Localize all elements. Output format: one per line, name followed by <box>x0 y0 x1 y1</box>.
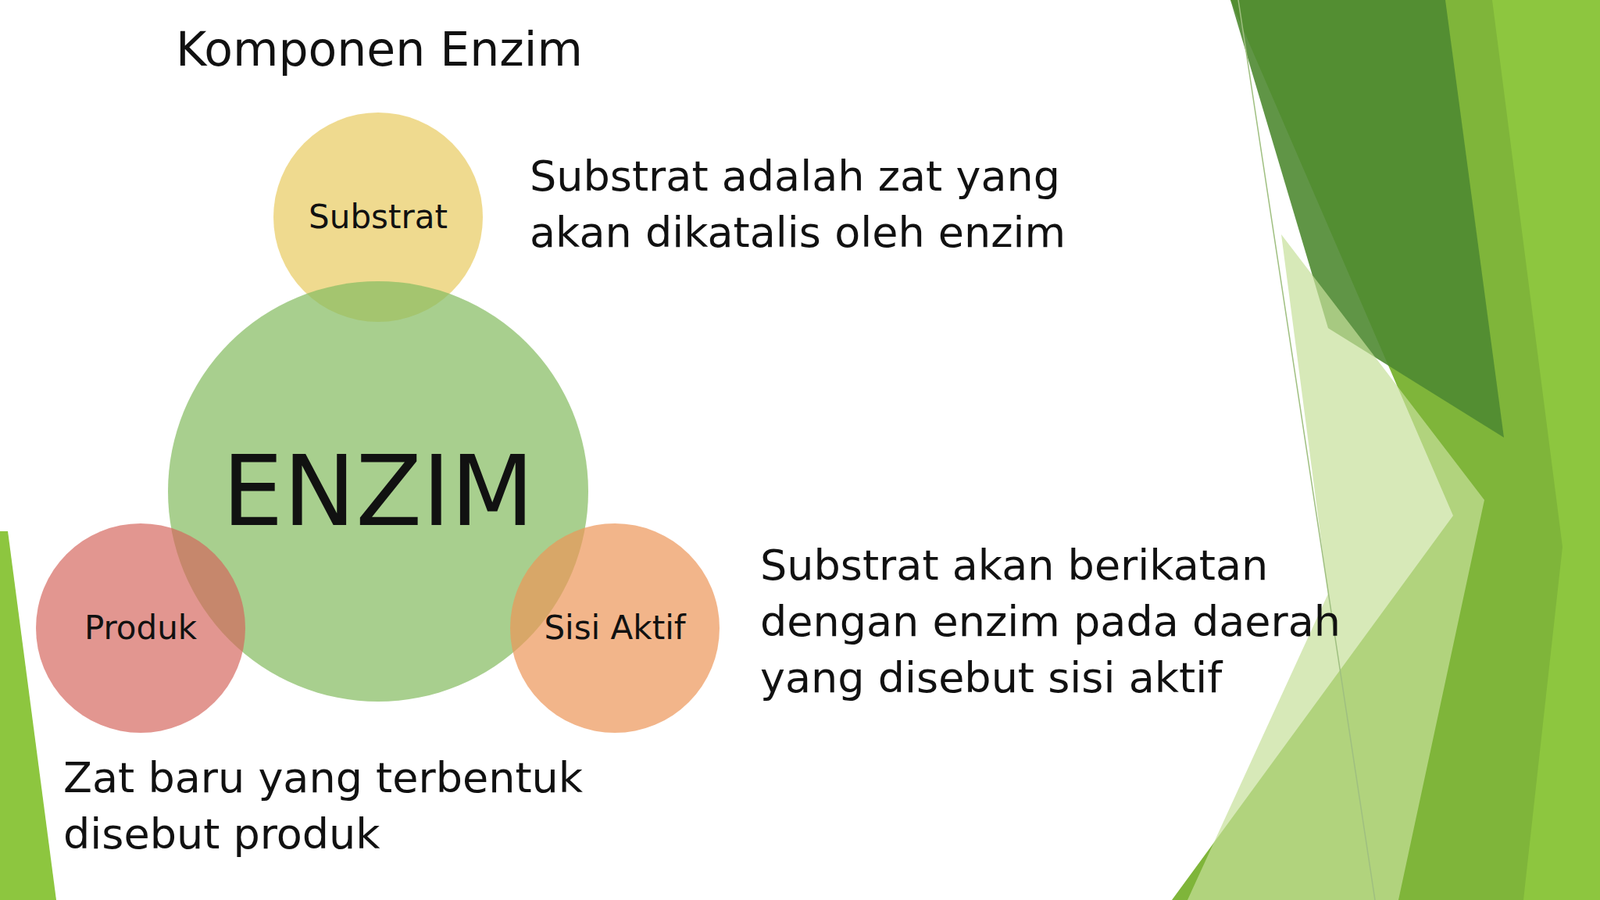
thin-line <box>1238 0 1375 900</box>
circle-fill <box>35 523 246 733</box>
circle-label: ENZIM <box>221 435 535 548</box>
circle-label: Produk <box>84 609 197 647</box>
description-text: Substrat adalah zat yang akan dikatalis … <box>529 148 1171 261</box>
bright-green-band <box>1492 0 1600 900</box>
active-site-circle: Sisi Aktif <box>510 523 720 733</box>
description-text: Zat baru yang terbentuk disebut produk <box>63 750 720 863</box>
green-band <box>1171 0 1600 900</box>
product-circle: Produk <box>35 523 246 733</box>
slide-title: Komponen Enzim <box>175 21 583 77</box>
circle-fill <box>510 523 720 733</box>
circle-label: Sisi Aktif <box>543 609 686 647</box>
description-text: Substrat akan berikatan dengan enzim pad… <box>760 537 1417 707</box>
circle-label: Substrat <box>308 198 448 236</box>
